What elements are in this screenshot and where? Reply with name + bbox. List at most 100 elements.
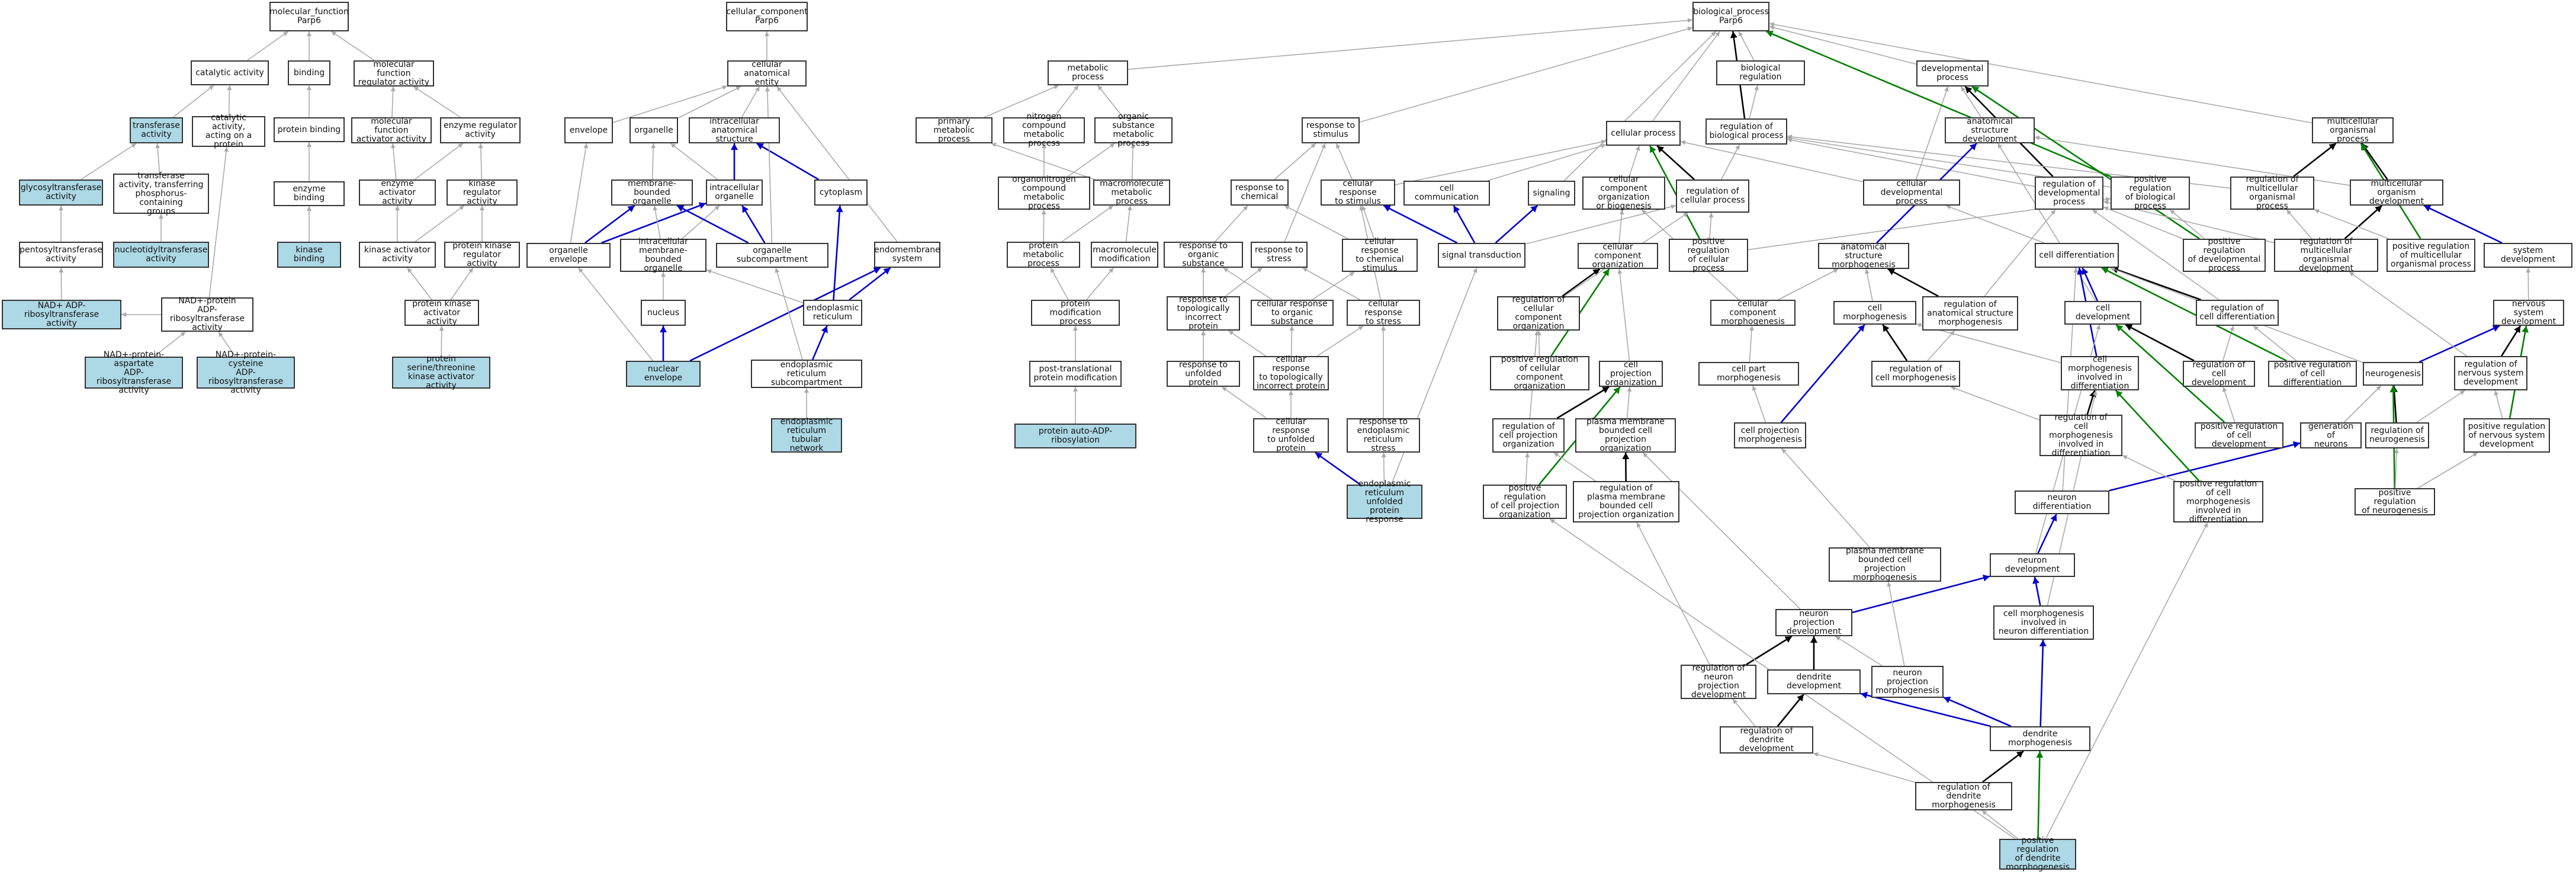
go-term-cellular-response-organic[interactable]: cellular response to organic substance [1251,299,1334,326]
go-term-intracellular-organelle[interactable]: intracellular organelle [706,179,763,206]
go-term-nad-protein-cysteine[interactable]: NAD+-protein-cysteine ADP-ribosyltransfe… [197,350,295,395]
go-term-ser-thr-kinase-activator[interactable]: protein serine/threonine kinase activato… [392,355,490,390]
go-term-positive-regulation-cellular-component-organization[interactable]: positive regulation of cellular componen… [1490,355,1589,391]
go-term-positive-regulation-nervous-system-development[interactable]: positive regulation of nervous system de… [2463,418,2550,453]
go-term-molecular-function[interactable]: molecular_function Parp6 [269,2,349,31]
go-term-enzyme-binding[interactable]: enzyme binding [274,181,345,206]
go-term-cell-part-morphogenesis[interactable]: cell part morphogenesis [1698,362,1799,386]
go-term-regulation-neuron-projection-development[interactable]: regulation of neuron projection developm… [1681,664,1756,700]
go-term-developmental-process[interactable]: developmental process [1916,60,1989,86]
go-term-organelle[interactable]: organelle [629,117,678,143]
go-term-protein-kinase-activator[interactable]: protein kinase activator activity [404,299,479,326]
go-term-intracellular-anatomical-structure[interactable]: intracellular anatomical structure [689,117,780,143]
go-term-organelle-subcompartment[interactable]: organelle subcompartment [716,243,828,268]
go-term-er-tubular-network[interactable]: endoplasmic reticulum tubular network [771,418,842,453]
go-term-regulation-cell-morphogenesis[interactable]: regulation of cell morphogenesis [1871,361,1960,387]
go-term-cellular-response-to-chemical[interactable]: cellular response to chemical stimulus [1342,238,1418,273]
go-term-catalytic-activity[interactable]: catalytic activity [191,60,269,85]
go-term-neurogenesis[interactable]: neurogenesis [2363,362,2423,386]
go-term-cellular-response-topologically-incorrect[interactable]: cellular response to topologically incor… [1253,355,1329,391]
go-term-regulation-neurogenesis[interactable]: regulation of neurogenesis [2365,422,2429,448]
go-term-nad-protein-aspartate[interactable]: NAD+-protein-aspartate ADP-ribosyltransf… [85,350,183,395]
go-term-positive-regulation-cell-morphogenesis-differentiation[interactable]: positive regulation of cell morphogenesi… [2173,479,2263,524]
go-term-macromolecule-modification[interactable]: macromolecule modification [1091,242,1158,268]
go-term-neuron-development[interactable]: neuron development [1990,553,2075,577]
go-term-neuron-differentiation[interactable]: neuron differentiation [2015,490,2109,514]
go-term-er-subcompartment[interactable]: endoplasmic reticulum subcompartment [751,360,862,388]
go-term-signal-transduction[interactable]: signal transduction [1438,243,1525,268]
go-term-regulation-developmental-process[interactable]: regulation of developmental process [2035,177,2103,210]
go-term-nuclear-envelope[interactable]: nuclear envelope [626,361,701,387]
go-term-response-to-chemical[interactable]: response to chemical [1231,179,1289,206]
go-term-cell-morphogenesis-involved-in-differentiation[interactable]: cell morphogenesis involved in different… [2061,355,2139,391]
go-term-mf-regulator[interactable]: molecular function regulator activity [354,60,434,86]
go-term-endomembrane-system[interactable]: endomembrane system [874,242,940,268]
go-term-transferase-phospho[interactable]: transferase activity, transferring phosp… [113,171,209,216]
go-term-biological-process[interactable]: biological_process Parp6 [1692,2,1769,31]
go-term-plasma-membrane-bounded-projection-morphogenesis[interactable]: plasma membrane bounded cell projection … [1829,547,1941,582]
go-term-binding[interactable]: binding [288,60,330,85]
go-term-cellular-component-morphogenesis[interactable]: cellular component morphogenesis [1710,299,1796,326]
go-term-organelle-envelope[interactable]: organelle envelope [526,243,611,268]
go-term-nad-adp-ribosyltransferase[interactable]: NAD+ ADP-ribosyltransferase activity [2,300,121,329]
go-term-cellular-response-to-stimulus[interactable]: cellular response to stimulus [1321,179,1395,206]
go-term-cell-development[interactable]: cell development [2064,301,2141,325]
go-term-regulation-cell-morphogenesis-involved-in-differentiation[interactable]: regulation of cell morphogenesis involve… [2039,413,2122,457]
go-term-regulation-multicellular-organismal-process[interactable]: regulation of multicellular organismal p… [2230,175,2314,211]
go-term-cytoplasm[interactable]: cytoplasm [814,179,868,206]
go-term-enzyme-activator[interactable]: enzyme activator activity [359,179,436,206]
go-term-nucleus[interactable]: nucleus [641,300,686,326]
go-term-neuron-projection-morphogenesis[interactable]: neuron projection morphogenesis [1871,666,1944,698]
go-term-regulation-biological-process[interactable]: regulation of biological process [1705,118,1787,145]
go-term-mf-activator[interactable]: molecular function activator activity [351,117,432,143]
go-term-plasma-membrane-bounded-cell-projection-organization[interactable]: plasma membrane bounded cell projection … [1575,418,1676,453]
go-term-glycosyltransferase[interactable]: glycosyltransferase activity [19,179,103,206]
go-term-biological-regulation[interactable]: biological regulation [1716,60,1805,85]
go-term-protein-auto-adp-ribosylation[interactable]: protein auto-ADP-ribosylation [1014,424,1136,448]
go-term-cell-morphogenesis[interactable]: cell morphogenesis [1833,301,1916,325]
go-term-cellular-anatomical-entity[interactable]: cellular anatomical entity [727,60,807,86]
go-term-neuron-projection-development[interactable]: neuron projection development [1775,609,1852,636]
go-term-metabolic-process[interactable]: metabolic process [1048,60,1128,85]
go-term-er-unfolded-protein-response[interactable]: endoplasmic reticulum unfolded protein r… [1347,479,1422,524]
go-term-kinase-regulator[interactable]: kinase regulator activity [447,179,518,206]
go-term-response-topologically-incorrect[interactable]: response to topologically incorrect prot… [1167,296,1240,331]
go-term-regulation-dendrite-development[interactable]: regulation of dendrite development [1720,726,1813,754]
go-term-cell-communication[interactable]: cell communication [1403,181,1490,206]
go-term-macromolecule-metabolic[interactable]: macromolecule metabolic process [1093,179,1170,206]
go-term-nitrogen-compound-metabolic[interactable]: nitrogen compound metabolic process [1003,113,1085,148]
go-term-cellular-component[interactable]: cellular_component Parp6 [726,2,808,31]
go-term-transferase-activity[interactable]: transferase activity [130,117,183,143]
go-term-positive-regulation-multicellular[interactable]: positive regulation of multicellular org… [2387,239,2475,272]
go-term-nad-protein-adp-ribosyltransferase[interactable]: NAD+-protein ADP-ribosyltransferase acti… [161,297,253,332]
go-term-generation-of-neurons[interactable]: generation of neurons [2300,422,2362,448]
go-term-system-development[interactable]: system development [2484,243,2572,268]
go-term-positive-regulation-neurogenesis[interactable]: positive regulation of neurogenesis [2355,488,2435,515]
go-term-positive-regulation-cell-differentiation[interactable]: positive regulation of cell differentiat… [2268,360,2357,387]
go-term-dendrite-development[interactable]: dendrite development [1767,669,1861,694]
go-term-response-to-stimulus[interactable]: response to stimulus [1302,117,1360,143]
go-term-regulation-cell-differentiation[interactable]: regulation of cell differentiation [2196,300,2279,326]
go-term-protein-kinase-regulator[interactable]: protein kinase regulator activity [444,241,520,268]
go-term-positive-regulation-biological-process[interactable]: positive regulation of biological proces… [2111,175,2190,211]
go-term-organic-substance-metabolic[interactable]: organic substance metabolic process [1094,113,1173,148]
go-term-regulation-multicellular-development[interactable]: regulation of multicellular organismal d… [2274,238,2378,273]
go-term-kinase-activator[interactable]: kinase activator activity [359,242,436,268]
go-term-cell-morphogenesis-neuron-differentiation[interactable]: cell morphogenesis involved in neuron di… [1993,605,2094,640]
go-term-signaling[interactable]: signaling [1528,181,1575,206]
go-term-nucleotidyltransferase[interactable]: nucleotidyltransferase activity [113,242,209,268]
go-term-regulation-nervous-system-development[interactable]: regulation of nervous system development [2454,356,2527,390]
go-term-cellular-developmental-process[interactable]: cellular developmental process [1863,179,1960,206]
go-term-anatomical-structure-morphogenesis[interactable]: anatomical structure morphogenesis [1818,242,1909,269]
go-term-catalytic-on-protein[interactable]: catalytic activity, acting on a protein [192,114,265,149]
go-term-intracellular-membrane-bounded-organelle[interactable]: intracellular membrane-bounded organelle [620,238,706,273]
go-term-cellular-process[interactable]: cellular process [1606,121,1681,146]
go-term-cell-projection-morphogenesis[interactable]: cell projection morphogenesis [1734,422,1806,448]
go-term-cellular-response-stress[interactable]: cellular response to stress [1347,299,1420,326]
go-term-kinase-binding[interactable]: kinase binding [277,242,341,268]
go-term-membrane-bounded-organelle[interactable]: membrane-bounded organelle [611,179,693,206]
go-term-dendrite-morphogenesis[interactable]: dendrite morphogenesis [1990,726,2090,751]
go-term-cellular-component-organization[interactable]: cellular component organization [1578,242,1658,269]
go-term-cell-projection-organization[interactable]: cell projection organization [1599,360,1663,387]
go-term-organonitrogen-metabolic[interactable]: organonitrogen compound metabolic proces… [998,175,1090,211]
